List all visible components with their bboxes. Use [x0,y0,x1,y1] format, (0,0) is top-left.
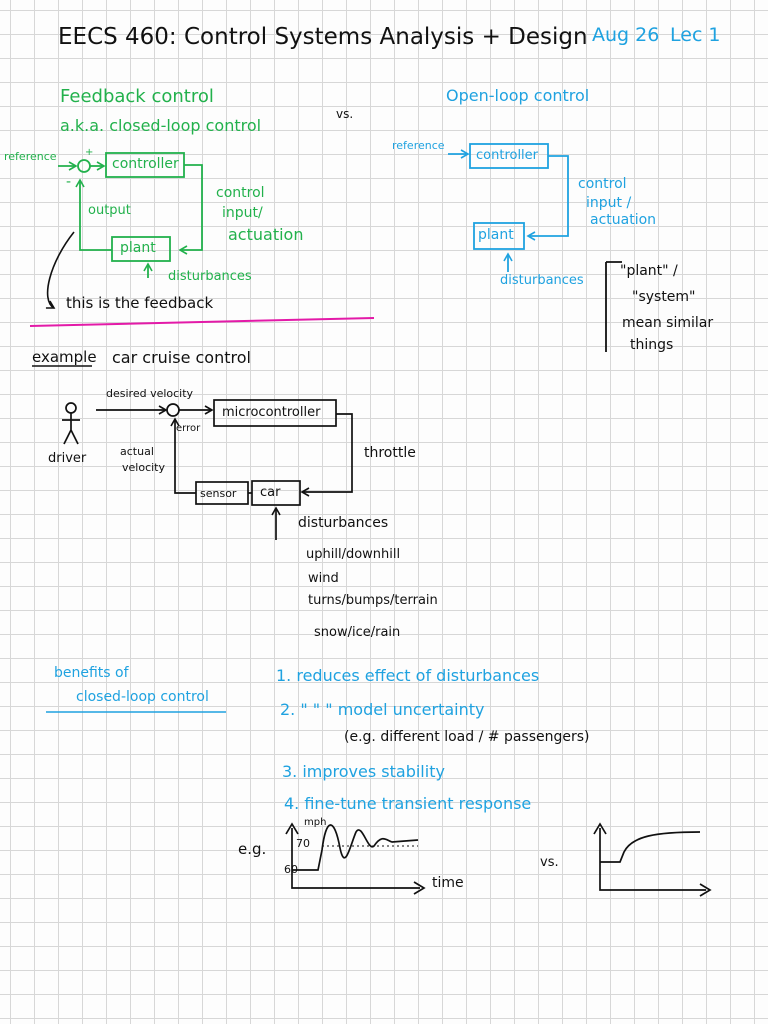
benefit-example-note: (e.g. different load / # passengers) [344,729,590,745]
ex-microcontroller-box [213,399,337,427]
fb-plant-box [111,236,171,262]
graph-y-low: 60 [284,863,298,876]
ol-controller-label: controller [476,148,539,163]
fb-control-input-3: actuation [228,225,304,244]
graph2-xaxis-arrow [699,883,712,897]
fb-control-input-line [178,164,203,255]
graph-y-high: 70 [296,837,310,850]
fb-feedback-pointer [45,231,75,309]
graph2-response [600,831,701,863]
stick-figure-driver [62,402,80,445]
fb-output-line [75,178,112,251]
note-box-bracket [605,261,622,352]
ex-disturbances-title: disturbances [298,515,389,531]
fb-control-input-2: input/ [222,205,263,221]
fb-output-label: output [88,203,131,218]
ol-control-input-2: input / [586,195,632,211]
feedback-title: Feedback control [60,86,214,107]
ex-microcontroller-label: microcontroller [222,405,321,420]
graph-vs-label: vs. [540,855,559,870]
graph-smooth [593,822,712,897]
ol-plant-label: plant [478,227,514,243]
note-line-3: mean similar [622,315,714,331]
graph2-axes [599,828,706,891]
fb-reference-label: reference [4,150,57,163]
ol-control-input-1: control [578,176,627,192]
ex-sensor-label: sensor [200,487,237,500]
graph1-yaxis-arrow [285,822,299,835]
header-lecture: Lec 1 [670,24,721,46]
graph1-axes [291,828,420,889]
vs-label: vs. [336,107,354,121]
ex-throttle-line [300,413,353,497]
graph-eg-label: e.g. [238,840,267,858]
openloop-diagram [448,143,569,272]
fb-plant-label: plant [120,240,156,256]
fb-sum-minus: - [66,174,72,190]
ex-throttle-label: throttle [364,445,416,461]
ol-control-input-line [526,155,569,241]
fb-sum-plus: + [85,147,94,158]
ex-disturbance-item-2: wind [308,571,339,586]
ex-summing-junction [166,403,180,417]
feedback-diagram [58,152,203,278]
ex-disturbance-item-1: uphill/downhill [306,547,401,562]
ex-driver-label: driver [48,451,87,466]
ol-control-input-3: actuation [590,212,657,228]
cruise-control-diagram [62,399,353,540]
pink-separator [29,317,375,327]
note-line-4: things [630,337,674,353]
benefit-item-3: 3. improves stability [282,762,445,781]
openloop-title: Open-loop control [446,86,590,105]
ex-actual-velocity-2: velocity [122,461,165,474]
note-line-1: "plant" / [620,263,678,279]
example-title: car cruise control [112,348,251,367]
ex-desired-velocity-label: desired velocity [106,387,194,400]
ex-error-label: error [176,423,201,434]
graph-xlabel: time [432,875,464,891]
ex-car-label: car [260,485,281,500]
feedback-aka: a.k.a. closed-loop control [60,116,262,135]
fb-summing-junction [77,159,91,173]
graph-overshoot [285,822,426,895]
ex-disturbance-item-3: turns/bumps/terrain [308,593,438,608]
fb-control-input-1: control [216,185,265,201]
ex-sensor-to-sum [170,417,196,494]
benefit-item-1: 1. reduces effect of disturbances [276,666,540,685]
fb-disturbances-label: disturbances [168,269,252,284]
ol-reference-label: reference [392,139,445,152]
graph1-xaxis-arrow [413,881,426,895]
benefit-item-2: 2. " " " model uncertainty [280,700,485,719]
ex-disturbance-item-4: snow/ice/rain [314,625,401,640]
page-title: EECS 460: Control Systems Analysis + Des… [58,24,588,50]
benefit-item-4: 4. fine-tune transient response [284,794,532,813]
graph2-yaxis-arrow [593,822,607,835]
ol-disturbances-label: disturbances [500,273,584,288]
benefits-title-2: closed-loop control [76,689,209,705]
ex-actual-velocity-1: actual [120,445,154,458]
header-date: Aug 26 [592,24,660,46]
graph-unit-label: mph [304,817,327,828]
note-line-2: "system" [632,289,696,305]
ol-plant-box [473,222,525,250]
benefits-title-1: benefits of [54,665,129,681]
graph1-response [292,824,419,871]
fb-controller-label: controller [112,156,179,172]
fb-feedback-note: this is the feedback [66,294,214,312]
example-label: example [32,348,97,366]
